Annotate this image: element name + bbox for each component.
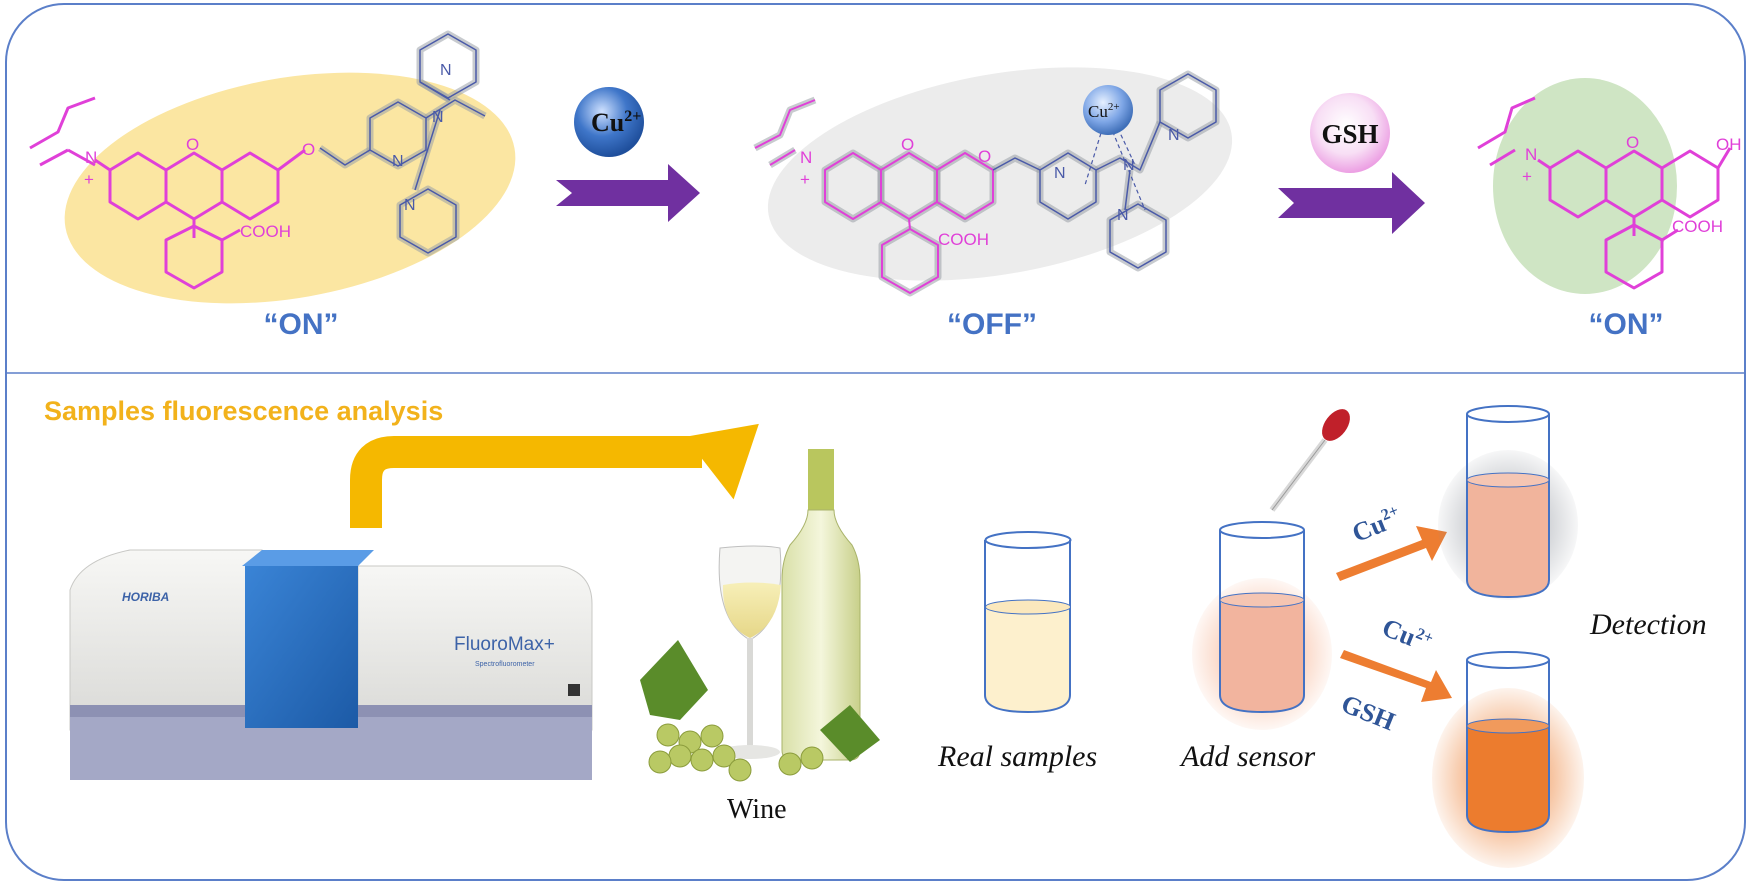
probe-molecule-on: N + O O COOH N N N N [29, 30, 516, 304]
state-label-on-1: “ON” [263, 308, 339, 341]
cu-ion-ball [574, 87, 644, 157]
yellow-flow-arrow [350, 436, 702, 528]
outer-panel-border [5, 3, 1746, 881]
beaker-real-samples [984, 531, 1072, 714]
section-title: Samples fluorescence analysis [44, 396, 444, 426]
xanthene-oxygen-2: O [901, 135, 914, 154]
purple-arrow-2 [1278, 172, 1425, 234]
instrument-sub: Spectrofluorometer [475, 661, 535, 668]
gsh-ball [1310, 93, 1390, 173]
wine-label: Wine [727, 794, 787, 825]
instrument-model: FluoroMax+ [454, 634, 555, 655]
beaker-add-sensor [1192, 521, 1332, 730]
ether-oxygen-2: O [978, 147, 991, 166]
amine-n-1: N [432, 109, 444, 126]
xanthene-oxygen-3: O [1626, 133, 1639, 152]
pyridine-n-1: N [392, 153, 404, 170]
real-samples-label: Real samples [938, 740, 1098, 773]
state-label-off: “OFF” [947, 308, 1037, 341]
pyridine-n-2: N [440, 62, 452, 79]
instrument-brand: HORIBA [122, 590, 169, 604]
arrow-cu-label-2: Cu2+ [1378, 613, 1436, 659]
xanthene-oxygen: O [186, 135, 199, 154]
pyridine-n-3: N [404, 197, 416, 214]
cooh-group-3: COOH [1672, 217, 1723, 236]
beaker-detection-recovered [1432, 651, 1584, 868]
bound-cu-ion [1083, 85, 1133, 135]
orange-arrow-cu-gsh: Cu2+ GSH [1337, 613, 1452, 736]
wine-illustration [640, 449, 880, 782]
pyridine-n-5: N [1168, 127, 1180, 144]
n-plus-atom-2: N [800, 148, 812, 167]
detection-label: Detection [1590, 608, 1707, 641]
spectrofluorometer: HORIBA FluoroMax+ Spectrofluorometer [69, 549, 593, 780]
amine-n-2: N [1123, 157, 1135, 174]
oh-group: OH [1716, 135, 1742, 154]
orange-arrow-cu: Cu2+ [1336, 502, 1447, 581]
pyridine-n-6: N [1117, 207, 1129, 224]
yellow-flow-arrowhead [685, 423, 759, 500]
n-plus-charge: + [84, 170, 94, 189]
pipette [1269, 409, 1350, 512]
cu-ion-label: Cu2+ [591, 108, 641, 137]
fluorescence-halo-green [1493, 78, 1677, 294]
state-label-on-2: “ON” [1588, 308, 1664, 341]
beaker-detection-quenched [1438, 405, 1578, 600]
fluorophore-released-on: N + O OH COOH [1477, 78, 1742, 294]
arrow-gsh-label: GSH [1337, 689, 1399, 736]
reaction-arrow-cu: Cu2+ [556, 87, 700, 222]
n-plus-atom-3: N [1525, 145, 1537, 164]
pyridine-n-4: N [1054, 165, 1066, 182]
gsh-label: GSH [1321, 119, 1378, 149]
n-plus-atom: N [85, 148, 97, 167]
n-plus-charge-3: + [1522, 167, 1532, 186]
n-plus-charge-2: + [800, 170, 810, 189]
purple-arrow-1 [556, 164, 700, 222]
probe-cu-complex-off: Cu2+ N + O O COOH N N N N [753, 67, 1233, 297]
bound-cu-ion-label: Cu2+ [1088, 101, 1120, 121]
reaction-arrow-gsh: GSH [1278, 93, 1425, 234]
add-sensor-label: Add sensor [1181, 740, 1316, 773]
arrow-cu-label: Cu2+ [1348, 502, 1406, 548]
cooh-group: COOH [240, 222, 291, 241]
fluorescence-halo-yellow [64, 72, 516, 304]
ether-oxygen: O [302, 140, 315, 159]
cooh-group-2: COOH [938, 230, 989, 249]
